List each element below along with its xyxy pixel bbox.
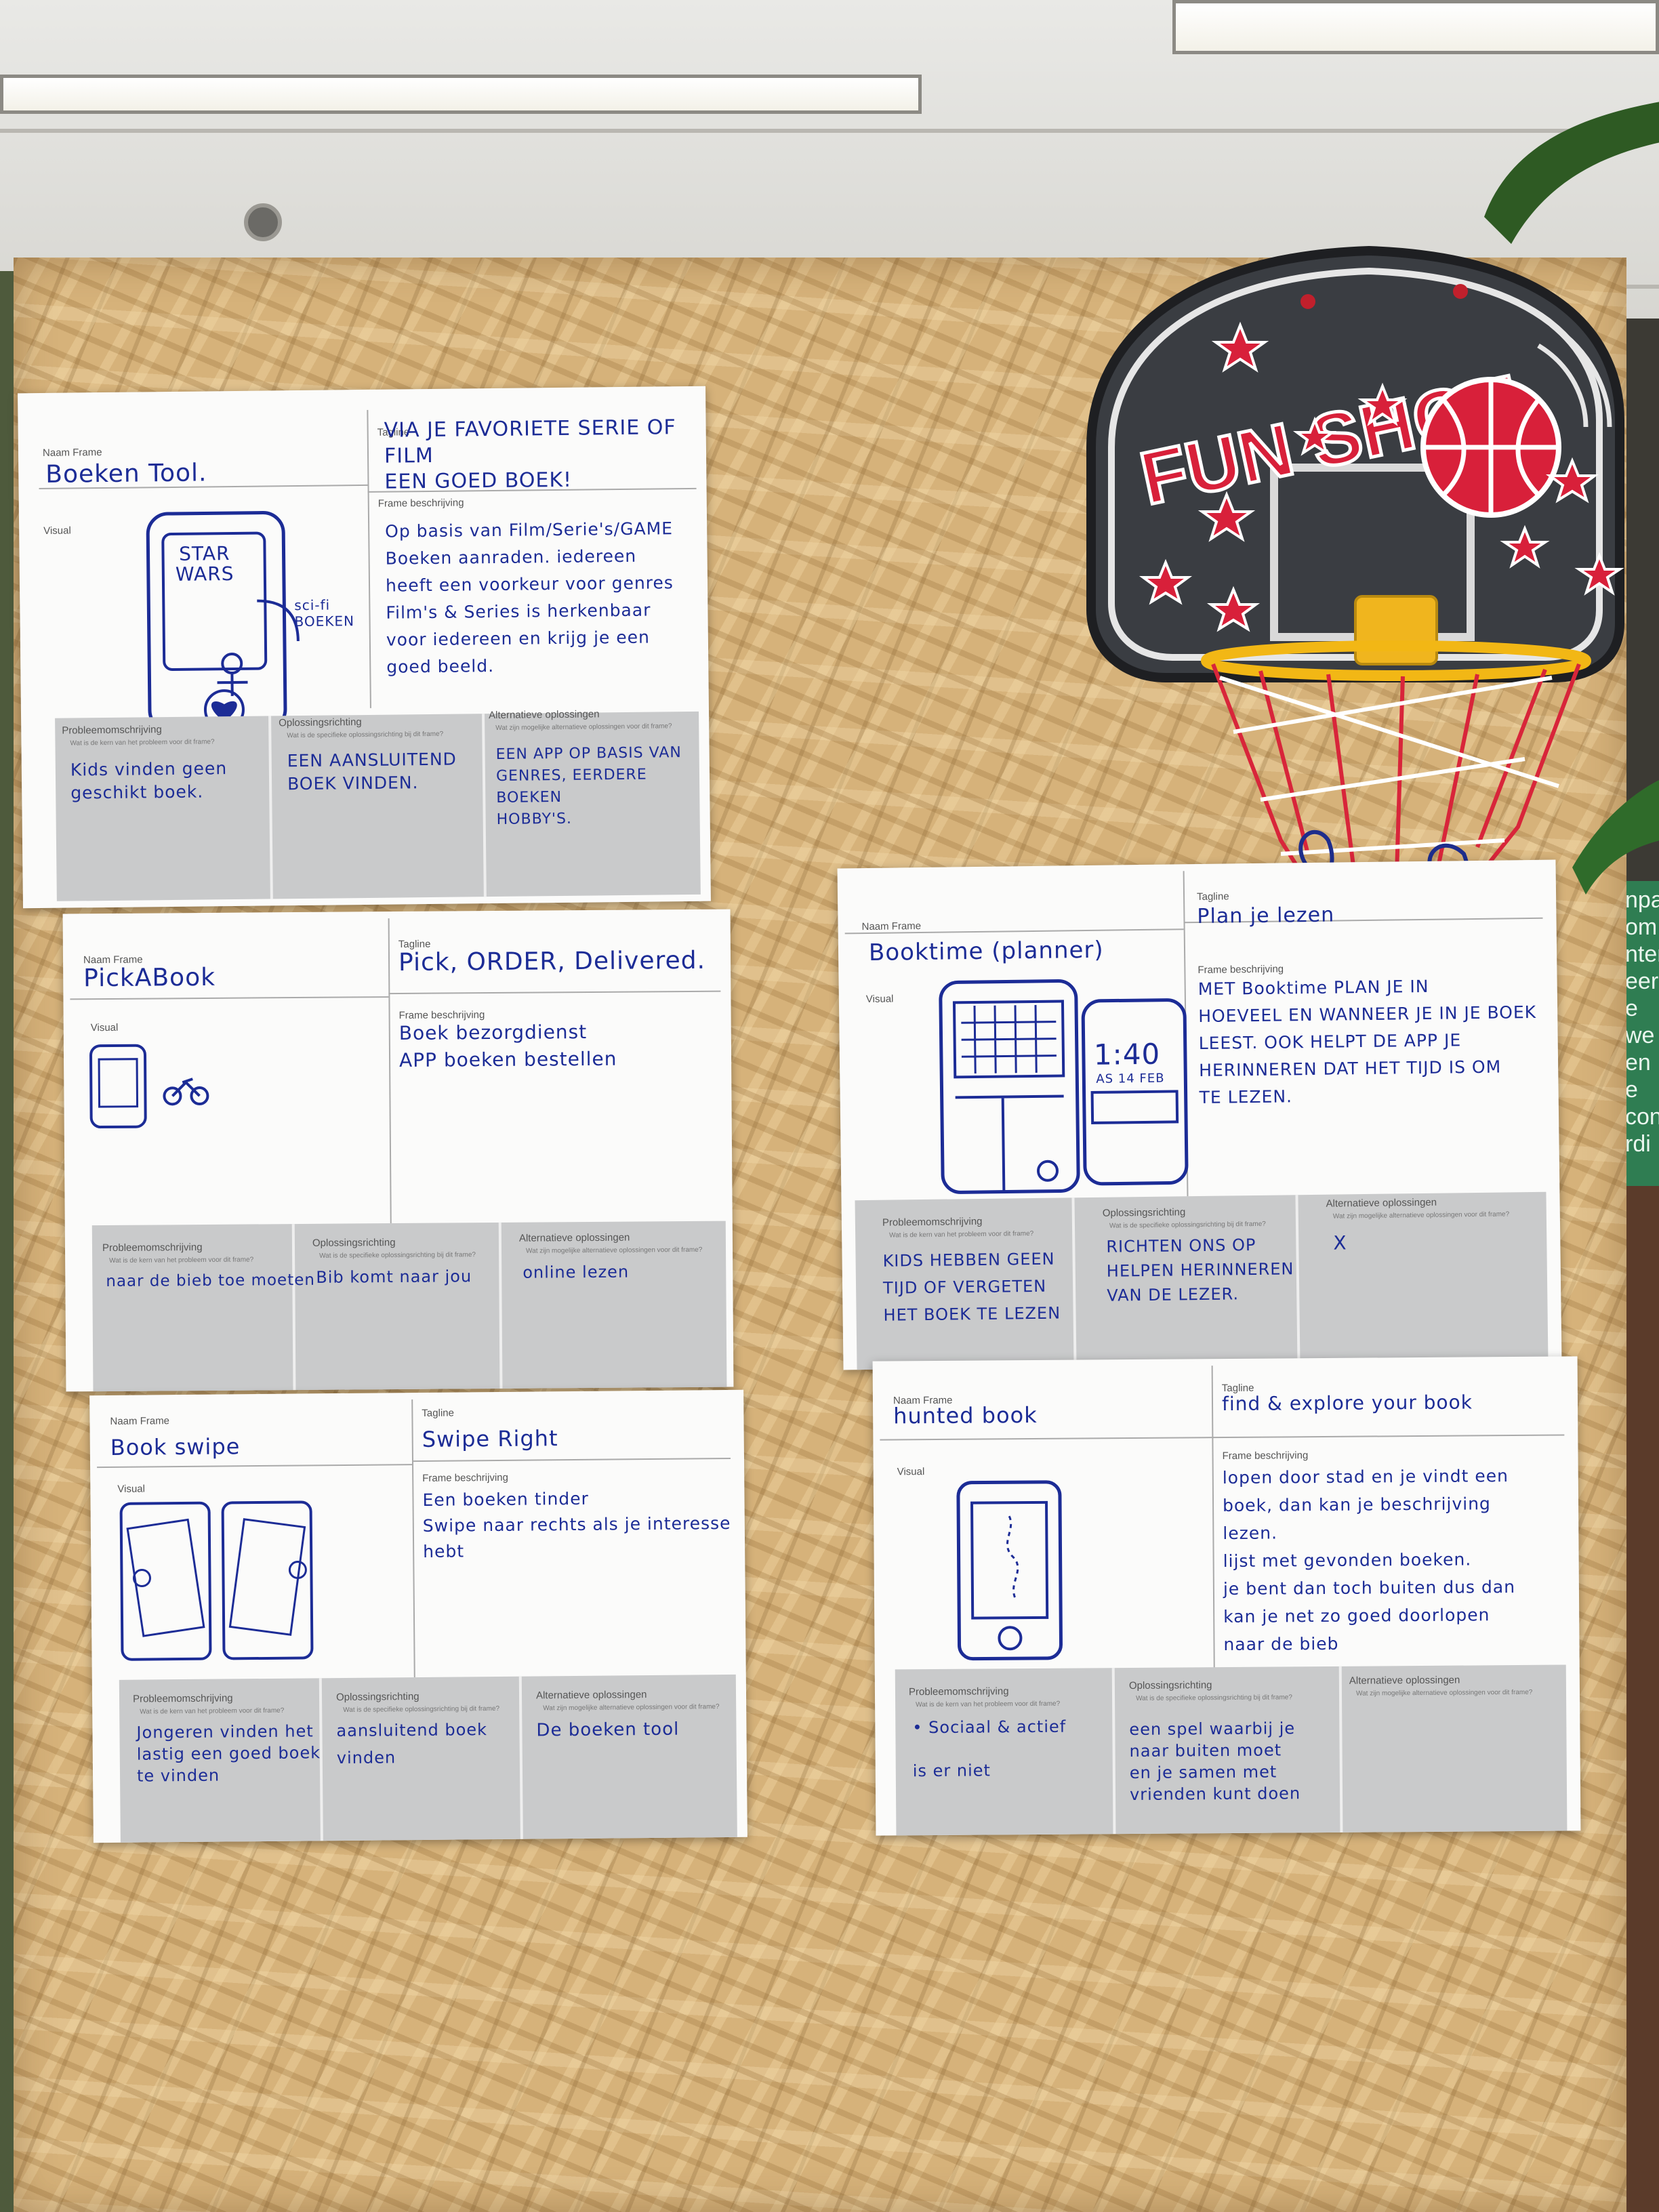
oplossing-text: Bib komt naar jou [316, 1267, 472, 1287]
frame-name: hunted book [893, 1401, 1038, 1429]
label-oplossing-sub: Wat is de specifieke oplossingsrichting … [343, 1704, 500, 1714]
probleem-text: Kids vinden geen geschikt boek. [70, 758, 228, 803]
idea-card-pickabook: Naam Frame Tagline Frame beschrijving Vi… [62, 909, 734, 1392]
net [1211, 663, 1581, 896]
label-frame-beschrijving: Frame beschrijving [422, 1471, 509, 1484]
sketch-poster-text: STAR WARS [175, 542, 234, 586]
alternatief-text: X [1333, 1231, 1347, 1254]
frame-tagline: find & explore your book [1221, 1391, 1473, 1416]
label-alternatief-sub: Wat zijn mogelijke alternatieve oplossin… [526, 1246, 703, 1255]
label-oplossing-sub: Wat is de specifieke oplossingsrichting … [1136, 1694, 1292, 1702]
label-oplossingsrichting: Oplossingsrichting [312, 1237, 396, 1249]
oplossing-text: een spel waarbij je naar buiten moet en … [1129, 1719, 1301, 1805]
sketch-arrow-label: sci-fi BOEKEN [294, 596, 355, 630]
star-icons [1139, 321, 1624, 632]
label-alternatieve-oplossingen: Alternatieve oplossingen [535, 1689, 647, 1702]
idea-card-hunted-book: Naam Frame Tagline Frame beschrijving Vi… [872, 1356, 1581, 1836]
frame-name: Boeken Tool. [45, 459, 207, 489]
idea-card-booktime: Naam Frame Tagline Frame beschrijving Vi… [837, 859, 1562, 1370]
sketch-map-phone [956, 1480, 1063, 1661]
ceiling-grid-line [0, 129, 1659, 133]
background-sign: npa om nter eer e we en e con rdi [1621, 881, 1659, 1186]
frame-description: lopen door stad en je vindt een boek, da… [1222, 1466, 1516, 1655]
label-visual: Visual [43, 525, 71, 537]
frame-tagline: Pick, ORDER, Delivered. [398, 946, 706, 977]
label-alternatief-sub: Wat zijn mogelijke alternatieve oplossin… [1355, 1688, 1533, 1698]
label-probleem-sub: Wat is de kern van het probleem voor dit… [70, 738, 215, 747]
frame-name: PickABook [83, 963, 216, 993]
sketch-clock-text: 1:40 [1093, 1037, 1161, 1071]
label-naam-frame: Naam Frame [110, 1415, 170, 1427]
label-frame-beschrijving: Frame beschrijving [377, 497, 464, 510]
idea-card-book-swipe: Naam Frame Tagline Frame beschrijving Vi… [89, 1389, 747, 1843]
frame-name: Booktime (planner) [868, 936, 1104, 966]
label-probleemomschrijving: Probleemomschrijving [62, 724, 162, 737]
label-naam-frame: Naam Frame [42, 447, 102, 459]
frame-tagline: Swipe Right [422, 1425, 558, 1452]
label-alternatieve-oplossingen: Alternatieve oplossingen [488, 708, 600, 722]
frame-name: Book swipe [110, 1433, 241, 1460]
alternatief-text: De boeken tool [536, 1719, 680, 1741]
sketch-date-text: AS 14 FEB [1096, 1071, 1165, 1086]
idea-card-boeken-tool: Naam Frame Tagline Frame beschrijving Vi… [18, 386, 711, 909]
label-alternatief-sub: Wat zijn mogelijke alternatieve oplossin… [543, 1703, 720, 1713]
frame-tagline: VIA JE FAVORIETE SERIE OF FILM EEN GOED … [384, 415, 676, 494]
label-oplossing-sub: Wat is de specifieke oplossingsrichting … [319, 1251, 476, 1260]
alternatief-text: EEN APP OP BASIS VAN GENRES, EERDERE BOE… [495, 744, 682, 828]
frame-description: Op basis van Film/Serie's/GAME Boeken aa… [385, 518, 674, 677]
label-frame-beschrijving: Frame beschrijving [1222, 1450, 1309, 1462]
label-alternatieve-oplossingen: Alternatieve oplossingen [1326, 1196, 1437, 1210]
label-tagline: Tagline [422, 1407, 455, 1419]
label-oplossingsrichting: Oplossingsrichting [279, 716, 362, 729]
oplossing-text: aansluitend boek vinden [336, 1720, 488, 1768]
label-alternatieve-oplossingen: Alternatieve oplossingen [518, 1231, 630, 1244]
label-frame-beschrijving: Frame beschrijving [1197, 963, 1284, 977]
frame-description: MET Booktime PLAN JE IN HOEVEEL EN WANNE… [1197, 976, 1537, 1108]
label-visual: Visual [865, 993, 894, 1005]
oplossing-text: EEN AANSLUITEND BOEK VINDEN. [287, 749, 457, 794]
rim [1201, 640, 1591, 681]
probleem-text: naar de bieb toe moeten [106, 1271, 316, 1291]
label-probleemomschrijving: Probleemomschrijving [908, 1685, 1009, 1698]
sketch-swipe-phones [119, 1500, 314, 1661]
basketball-hoop: FUN SHOT [1086, 245, 1624, 896]
frame-tagline: Plan je lezen [1197, 903, 1335, 929]
label-probleem-sub: Wat is de kern van het probleem voor dit… [109, 1256, 254, 1265]
plant-icon [1484, 102, 1659, 895]
label-tagline: Tagline [1196, 890, 1229, 903]
label-probleemomschrijving: Probleemomschrijving [102, 1242, 203, 1254]
label-oplossingsrichting: Oplossingsrichting [335, 1690, 419, 1704]
label-oplossingsrichting: Oplossingsrichting [1102, 1206, 1186, 1219]
label-oplossingsrichting: Oplossingsrichting [1128, 1679, 1212, 1692]
label-probleemomschrijving: Probleemomschrijving [132, 1692, 233, 1705]
frame-description: Boek bezorgdienst APP boeken bestellen [398, 1021, 617, 1071]
label-alternatieve-oplossingen: Alternatieve oplossingen [1349, 1674, 1460, 1687]
label-visual: Visual [897, 1466, 925, 1478]
label-probleemomschrijving: Probleemomschrijving [882, 1215, 983, 1229]
sprinkler-icon [244, 203, 282, 241]
label-visual: Visual [90, 1021, 119, 1034]
sketch-planner-phones [939, 979, 1189, 1194]
label-probleem-sub: Wat is de kern van het probleem voor dit… [916, 1700, 1061, 1709]
rim-bracket [1354, 595, 1438, 665]
frame-description: Een boeken tinder Swipe naar rechts als … [422, 1488, 731, 1561]
label-visual: Visual [117, 1483, 146, 1495]
alternatief-text: online lezen [523, 1262, 630, 1282]
probleem-text: KIDS HEBBEN GEEN TIJD OF VERGETEN HET BO… [882, 1249, 1061, 1325]
ceiling-light [0, 75, 922, 114]
label-naam-frame: Naam Frame [861, 920, 922, 933]
probleem-text: Jongeren vinden het lastig een goed boek… [136, 1721, 321, 1786]
ceiling-light [1172, 0, 1659, 54]
oplossing-text: RICHTEN ONS OP HELPEN HERINNEREN VAN DE … [1106, 1235, 1294, 1305]
probleem-text: • Sociaal & actief is er niet [912, 1717, 1067, 1781]
label-probleem-sub: Wat is de kern van het probleem voor dit… [140, 1706, 285, 1716]
sketch-phone-bike [89, 1044, 209, 1129]
